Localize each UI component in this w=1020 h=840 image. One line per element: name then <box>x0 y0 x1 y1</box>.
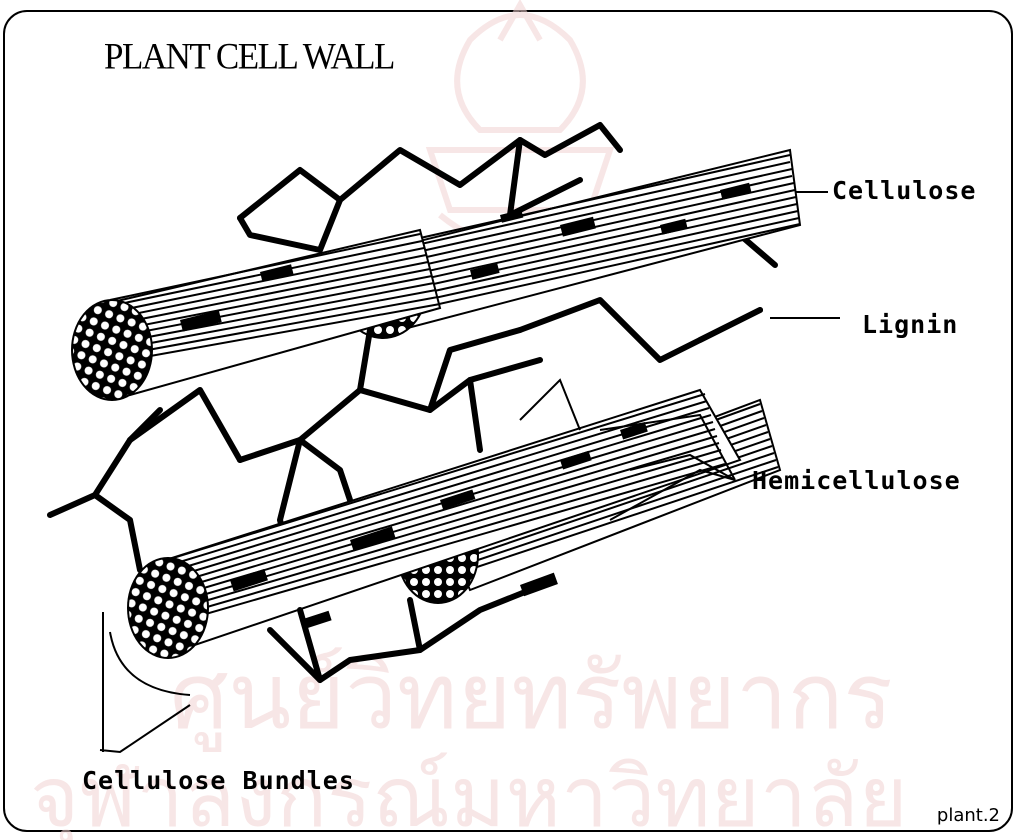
label-cellulose: Cellulose <box>832 176 976 205</box>
label-lignin: Lignin <box>862 310 958 339</box>
watermark-line1: ศูนย์วิทยทรัพยากร <box>170 643 893 752</box>
watermark: ศูนย์วิทยทรัพยากร จุฬาลงกรณ์มหาวิทยาลัย <box>30 5 908 840</box>
label-cellulose-bundles: Cellulose Bundles <box>82 766 355 795</box>
left-front-cellulose-bundle <box>72 230 440 400</box>
figure-footer: plant.2 <box>937 805 1000 826</box>
label-hemicellulose: Hemicellulose <box>752 466 961 495</box>
diagram-title: PLANT CELL WALL <box>104 36 394 78</box>
